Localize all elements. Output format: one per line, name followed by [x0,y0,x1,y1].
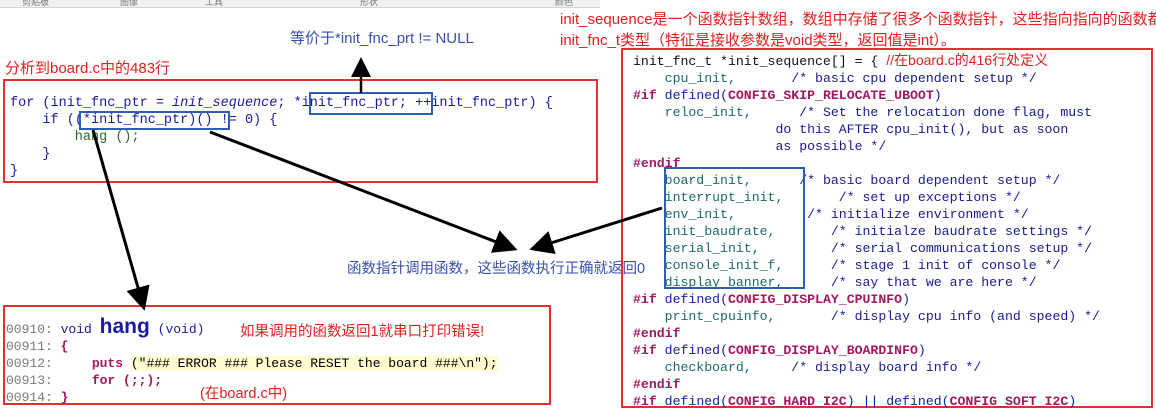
hang-args: (void) [157,322,205,337]
pp-if: #if [633,88,657,103]
entry-interrupt-init: interrupt_init, [633,190,784,205]
entry-console-init-f: console_init_f, [633,258,784,273]
array-decl: init_fnc_t *init_sequence[] = { [633,54,879,69]
comment: /* basic board dependent setup */ [799,173,1061,188]
toolbar-strip: 剪贴板 图像 工具 形状 颜色 [0,0,600,8]
pp-close: ) [933,88,942,103]
pp-endif: #endif [633,326,681,341]
entry-reloc-init: reloc_init, [633,105,752,120]
for-keyword: for [91,373,116,388]
deref-highlight [309,92,433,115]
equiv-note: 等价于*init_fnc_prt != NULL [290,30,474,47]
comment: /* say that we are here */ [830,275,1037,290]
entry-display-banner: display_banner, [633,275,784,290]
pp-if: #if [633,343,657,358]
decl-comment: //在board.c的416行处定义 [886,52,1049,68]
function-list-highlight [664,167,805,289]
line-number: 00911: [6,339,53,354]
comment: /* set up exceptions */ [838,190,1021,205]
pp-close: ) [917,343,926,358]
pp-defined: defined( [664,292,728,307]
comment: /* stage 1 init of console */ [830,258,1061,273]
for-increment: ++init_fnc_ptr) { [407,96,553,111]
for-keyword: for [10,96,35,111]
pp-defined: defined( [664,343,728,358]
comment: as possible */ [775,139,887,154]
comment: /* Set the relocation done flag, must [799,105,1093,120]
line-number: 00913: [6,373,53,388]
comment: /* serial communications setup */ [830,241,1093,256]
pp-defined: defined( [664,394,728,409]
pp-close: ) [1068,394,1077,409]
macro-name: CONFIG_DISPLAY_BOARDINFO [727,343,918,358]
if-keyword: if [10,113,59,128]
init-sequence-ref: init_sequence [172,96,278,111]
if-close: } [10,147,51,162]
puts-call: puts [91,356,124,371]
hang-call: hang (); [10,130,140,145]
comment: /* basic cpu dependent setup */ [791,71,1037,86]
call-highlight [79,111,230,130]
entry-checkboard: checkboard, [633,360,752,375]
hang-function-name: hang [99,315,150,338]
entry-cpu-init: cpu_init, [633,71,736,86]
array-desc-line1: init_sequence是一个函数指针数组，数组中存储了很多个函数指针，这些指… [560,11,1156,28]
pp-if: #if [633,394,657,409]
macro-name: CONFIG_SOFT_I2C [949,394,1069,409]
toolbar-item-clipboard[interactable]: 剪贴板 [22,0,50,7]
for-sep: ; [277,96,294,111]
for-init: (init_fnc_ptr = [34,96,173,111]
call-desc-note: 函数指针调用函数，这些函数执行正确就返回0 [347,261,646,277]
for-loop-code: for (init_fnc_ptr = init_sequence; *init… [10,95,553,180]
entry-init-baudrate: init_baudrate, [633,224,776,239]
for-close: } [10,164,19,179]
close-brace: } [60,390,69,405]
comment: /* display cpu info (and speed) */ [830,309,1100,324]
in-board-note: (在board.c中) [200,386,288,402]
pp-defined: defined( [664,88,728,103]
line-number: 00912: [6,356,53,371]
pp-or-defined: ) || defined( [846,394,950,409]
entry-serial-init: serial_init, [633,241,760,256]
deref-condition: *init_fnc_ptr; [293,96,407,111]
toolbar-item-image[interactable]: 图像 [120,0,139,7]
line-number: 00914: [6,390,53,405]
line-number: 00910: [6,322,53,337]
fn-ptr-call: (*init_fnc_ptr)() [74,113,213,128]
comment: /* display board info */ [791,360,982,375]
toolbar-item-colors[interactable]: 颜色 [555,0,574,7]
toolbar-item-shapes[interactable]: 形状 [360,0,379,7]
toolbar-item-tools[interactable]: 工具 [205,0,224,7]
comment: /* initialze baudrate settings */ [830,224,1093,239]
analysis-note: 分析到board.c中的483行 [5,60,171,77]
infinite-loop: (;;); [115,373,163,388]
pp-if: #if [633,292,657,307]
if-open: ( [58,113,75,128]
array-desc-line2: init_fnc_t类型（特征是接收参数是void类型，返回值是int）。 [560,32,956,49]
comment: /* initialize environment */ [807,207,1029,222]
entry-env-init: env_init, [633,207,736,222]
macro-name: CONFIG_DISPLAY_CPUINFO [727,292,903,307]
pp-close: ) [902,292,911,307]
macro-name: CONFIG_HARD_I2C [727,394,847,409]
entry-board-init: board_init, [633,173,752,188]
macro-name: CONFIG_SKIP_RELOCATE_UBOOT [727,88,934,103]
open-brace: { [60,339,69,354]
pp-endif: #endif [633,377,681,392]
hang-desc-note: 如果调用的函数返回1就串口打印错误! [240,324,485,340]
comment: do this AFTER cpu_init(), but as soon [775,122,1069,137]
entry-print-cpuinfo: print_cpuinfo, [633,309,776,324]
error-string: ("### ERROR ### Please RESET the board #… [130,356,498,371]
void-keyword: void [60,322,92,337]
